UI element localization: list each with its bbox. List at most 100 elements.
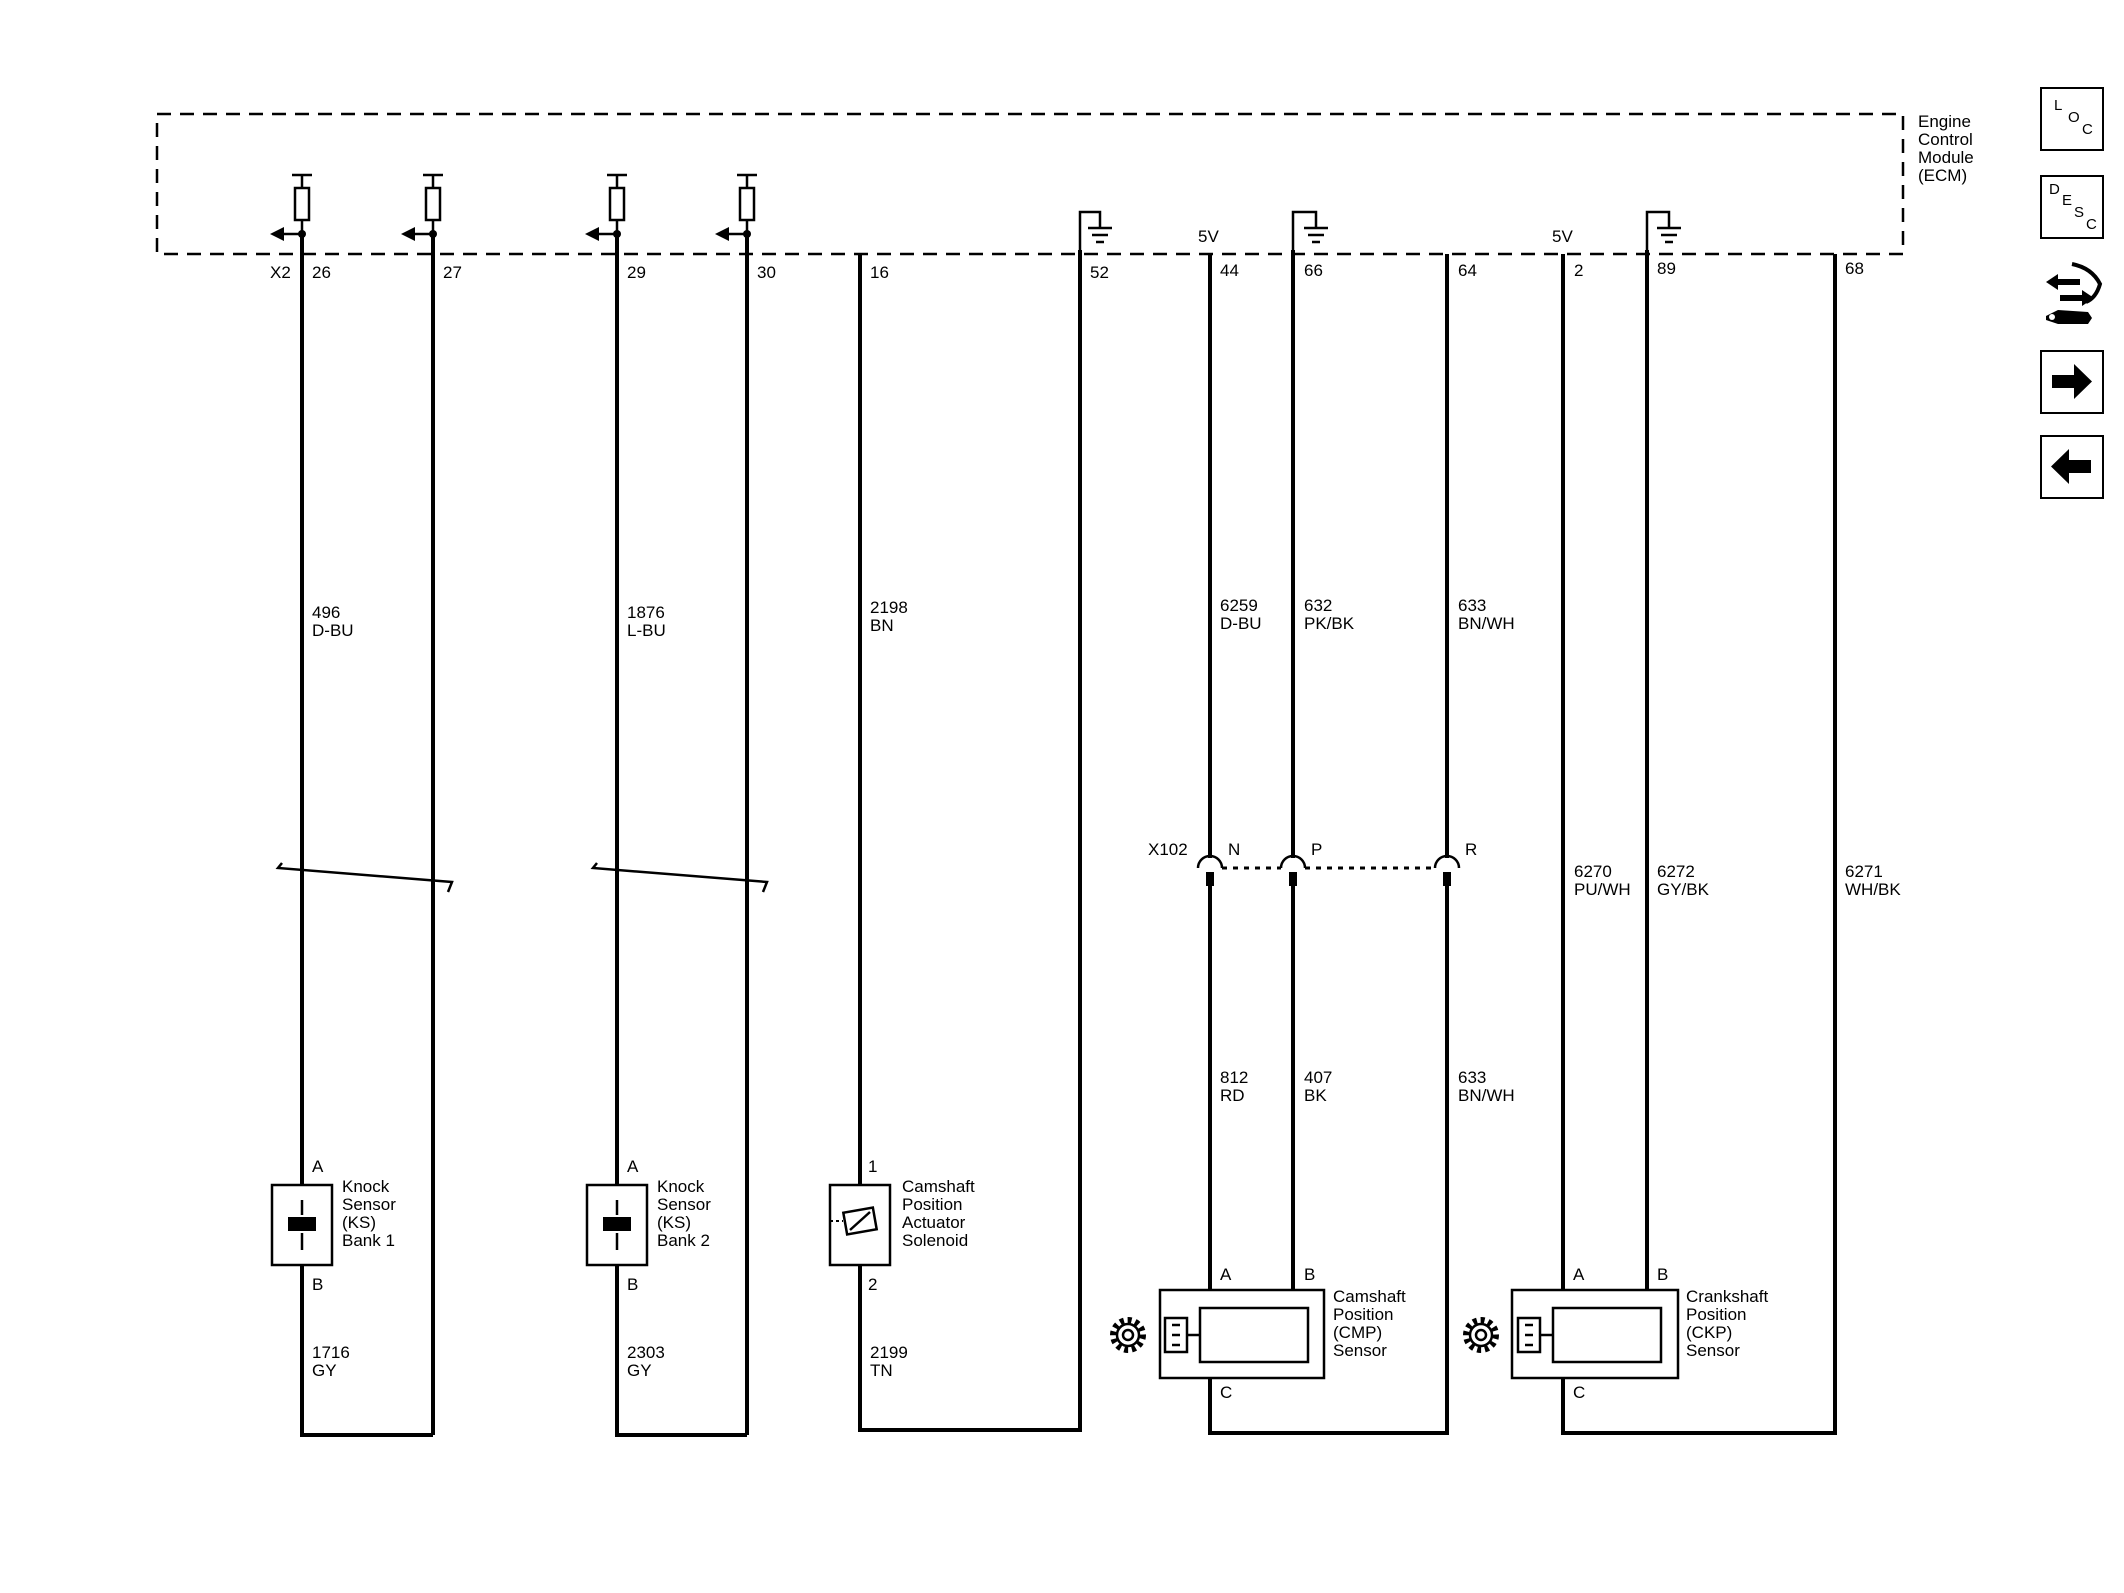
wire-color-label: BN/WH bbox=[1458, 1086, 1515, 1105]
wire-circuit-label: 632 bbox=[1304, 596, 1332, 615]
wire-circuit-label: 2198 bbox=[870, 598, 908, 617]
wire-6271 bbox=[1561, 254, 1837, 1435]
wire-circuit-label: 1716 bbox=[312, 1343, 350, 1362]
wire-2199 bbox=[858, 250, 1082, 1432]
wire-color-label: BN/WH bbox=[1458, 614, 1515, 633]
component-name-line: Actuator bbox=[902, 1213, 966, 1232]
knock-sensor-bank-1 bbox=[270, 1183, 334, 1267]
wire-color-label: GY/BK bbox=[1657, 880, 1710, 899]
component-pin-label: A bbox=[1220, 1265, 1232, 1284]
loc-letter: C bbox=[2082, 121, 2093, 138]
component-pin-label: 2 bbox=[868, 1275, 877, 1294]
inline-pin-label: N bbox=[1228, 840, 1240, 859]
component-name-line: Sensor bbox=[1333, 1341, 1387, 1360]
wire-circuit-label: 407 bbox=[1304, 1068, 1332, 1087]
component-name-line: Sensor bbox=[1686, 1341, 1740, 1360]
component-name-line: Sensor bbox=[657, 1195, 711, 1214]
pin-label: 2 bbox=[1574, 261, 1583, 280]
ecm-input-26 bbox=[270, 173, 312, 241]
cmp-sensor bbox=[1158, 1288, 1326, 1380]
component-pin-label: A bbox=[312, 1157, 324, 1176]
arrow-right-icon bbox=[2052, 364, 2092, 399]
location-button[interactable]: L O C bbox=[2040, 87, 2104, 151]
loc-letter: L bbox=[2054, 97, 2063, 114]
wire-color-label: RD bbox=[1220, 1086, 1245, 1105]
wire-color-label: GY bbox=[312, 1361, 337, 1380]
component-name-line: Camshaft bbox=[902, 1177, 975, 1196]
desc-letter: C bbox=[2086, 216, 2097, 233]
component-name-line: Bank 1 bbox=[342, 1231, 395, 1250]
ecm-input-29 bbox=[585, 173, 627, 241]
next-page-button[interactable] bbox=[2040, 350, 2104, 414]
component-pin-label: C bbox=[1220, 1383, 1232, 1402]
wire-circuit-label: 6259 bbox=[1220, 596, 1258, 615]
wire-color-label: D-BU bbox=[312, 621, 354, 640]
wire-circuit-label: 633 bbox=[1458, 596, 1486, 615]
ecm-ground-66 bbox=[1291, 210, 1328, 250]
pin-label: 52 bbox=[1090, 263, 1109, 282]
wire-circuit-label: 633 bbox=[1458, 1068, 1486, 1087]
ecm-label-line-1: Engine bbox=[1918, 112, 1971, 131]
wire-color-label: GY bbox=[627, 1361, 652, 1380]
wire-color-label: WH/BK bbox=[1845, 880, 1901, 899]
inline-connector-label: X102 bbox=[1148, 840, 1188, 859]
component-name-line: Camshaft bbox=[1333, 1287, 1406, 1306]
connector-tool-icon bbox=[2046, 262, 2103, 324]
twisted-pair-mark-1 bbox=[275, 862, 454, 893]
wire-circuit-label: 6271 bbox=[1845, 862, 1883, 881]
component-name-line: Knock bbox=[657, 1177, 705, 1196]
pin-label: 89 bbox=[1657, 259, 1676, 278]
component-pin-label: B bbox=[1657, 1265, 1668, 1284]
twisted-pair-mark-2 bbox=[590, 862, 769, 893]
wire-circuit-label: 812 bbox=[1220, 1068, 1248, 1087]
component-name-line: Position bbox=[1686, 1305, 1746, 1324]
desc-letter: D bbox=[2049, 181, 2060, 198]
wire-color-label: D-BU bbox=[1220, 614, 1262, 633]
component-pin-label: B bbox=[627, 1275, 638, 1294]
pin-label: 30 bbox=[757, 263, 776, 282]
component-name-line: Crankshaft bbox=[1686, 1287, 1768, 1306]
inline-pin-label: R bbox=[1465, 840, 1477, 859]
component-pin-label: A bbox=[627, 1157, 639, 1176]
ecm-label-line-4: (ECM) bbox=[1918, 166, 1967, 185]
component-name-line: (CMP) bbox=[1333, 1323, 1382, 1342]
pin-label: 16 bbox=[870, 263, 889, 282]
ckp-sensor bbox=[1510, 1288, 1680, 1380]
ecm-ground-89 bbox=[1645, 210, 1681, 250]
inline-pin-label: P bbox=[1311, 840, 1322, 859]
previous-page-button[interactable] bbox=[2040, 435, 2104, 499]
wire-color-label: PU/WH bbox=[1574, 880, 1631, 899]
knock-sensor-bank-2 bbox=[585, 1183, 649, 1267]
wire-circuit-label: 1876 bbox=[627, 603, 665, 622]
wire-633-lower bbox=[1208, 872, 1449, 1435]
description-button[interactable]: D E S C bbox=[2040, 175, 2104, 239]
camshaft-actuator-solenoid bbox=[828, 1183, 892, 1267]
component-pin-label: B bbox=[312, 1275, 323, 1294]
component-pin-label: B bbox=[1304, 1265, 1315, 1284]
pin-label: 68 bbox=[1845, 259, 1864, 278]
component-name-line: Bank 2 bbox=[657, 1231, 710, 1250]
component-name-line: Sensor bbox=[342, 1195, 396, 1214]
ecm-input-27 bbox=[401, 173, 443, 241]
wire-color-label: L-BU bbox=[627, 621, 666, 640]
component-name-line: (CKP) bbox=[1686, 1323, 1732, 1342]
connector-tool-button[interactable] bbox=[2040, 258, 2106, 332]
desc-letter: S bbox=[2074, 204, 2085, 221]
wire-circuit-label: 6270 bbox=[1574, 862, 1612, 881]
loc-letter: O bbox=[2068, 109, 2080, 126]
ecm-input-30 bbox=[715, 173, 757, 241]
wire-circuit-label: 2199 bbox=[870, 1343, 908, 1362]
pin-label: 44 bbox=[1220, 261, 1239, 280]
ecm-ground-52 bbox=[1078, 210, 1112, 250]
pin-label: 66 bbox=[1304, 261, 1323, 280]
component-pin-label: A bbox=[1573, 1265, 1585, 1284]
wire-circuit-label: 6272 bbox=[1657, 862, 1695, 881]
component-name-line: (KS) bbox=[657, 1213, 691, 1232]
component-name-line: (KS) bbox=[342, 1213, 376, 1232]
arrow-left-icon bbox=[2051, 449, 2091, 484]
wire-color-label: TN bbox=[870, 1361, 893, 1380]
wire-2303 bbox=[615, 1265, 747, 1437]
ecm-label-line-2: Control bbox=[1918, 130, 1973, 149]
wire-color-label: BK bbox=[1304, 1086, 1327, 1105]
